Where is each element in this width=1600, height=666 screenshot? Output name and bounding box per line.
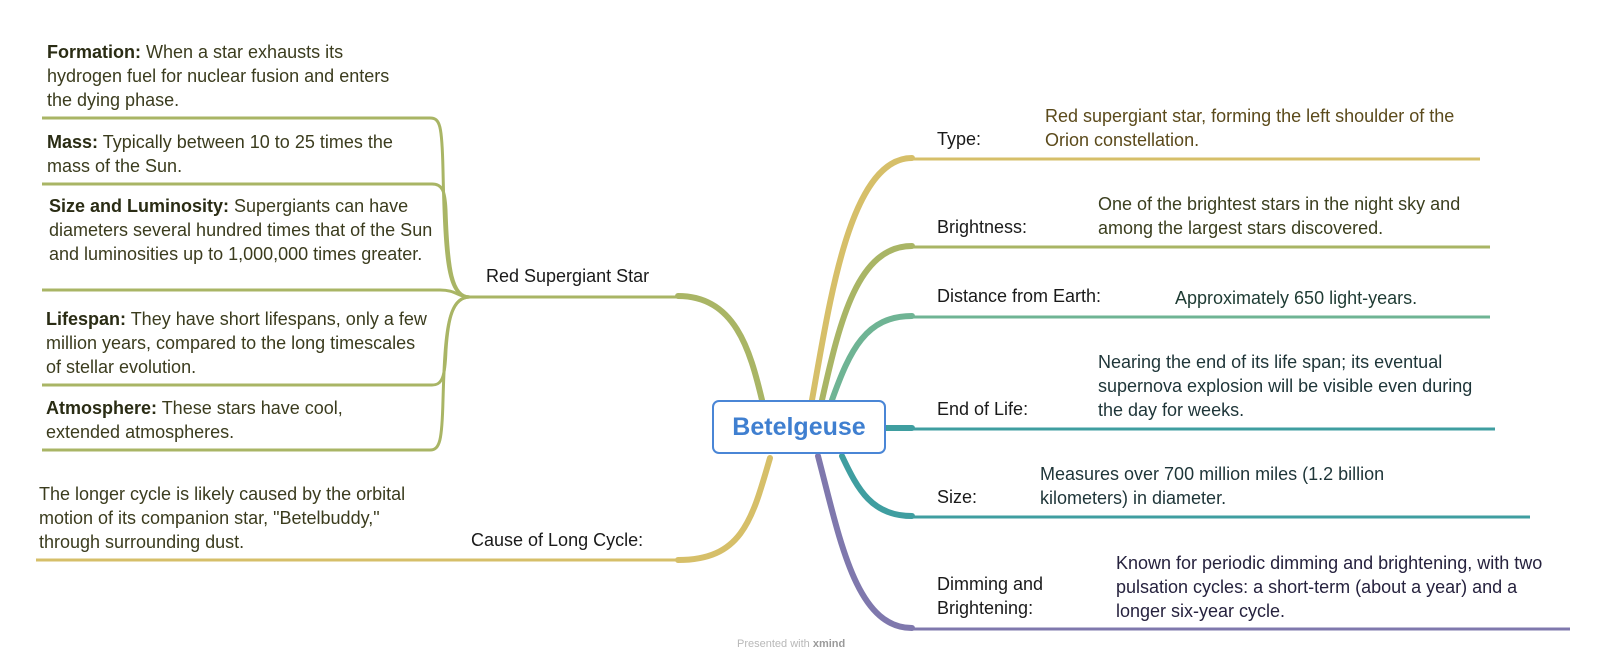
leaf-size-luminosity[interactable]: Size and Luminosity: Supergiants can hav… [49, 194, 434, 266]
topic-distance[interactable]: Distance from Earth: [937, 286, 1102, 306]
topic-end-of-life[interactable]: End of Life: [937, 399, 1029, 419]
connector-red-supergiant [675, 293, 765, 403]
value-brightness: One of the brightest stars in the night … [1098, 194, 1461, 238]
value-distance: Approximately 650 light-years. [1175, 288, 1418, 308]
leaf-lifespan[interactable]: Lifespan: They have short lifespans, onl… [46, 307, 431, 379]
footer-prefix: Presented with [737, 638, 813, 650]
connector-brightness [819, 243, 915, 403]
leaf-mass-term: Mass: [47, 132, 99, 152]
leaf-mass[interactable]: Mass: Typically between 10 to 25 times t… [47, 130, 397, 178]
leaf-formation[interactable]: Formation: When a star exhausts its hydr… [47, 40, 407, 112]
connector-mass [42, 182, 471, 299]
connector-distance [829, 313, 915, 403]
leaf-lifespan-text: They have short lifespans, only a few mi… [46, 309, 427, 377]
leaf-formation-term: Formation: [47, 42, 141, 62]
topic-brightness[interactable]: Brightness: [937, 217, 1028, 237]
presented-with-footer: Presented with xmind [737, 638, 845, 650]
connector-size [839, 453, 915, 519]
connector-size-luminosity [42, 288, 471, 299]
value-size: Measures over 700 million miles (1.2 bil… [1040, 464, 1385, 508]
connector-long-cycle [675, 455, 773, 563]
topic-red-supergiant-star[interactable]: Red Supergiant Star [486, 266, 650, 286]
connector-atmosphere [42, 295, 471, 452]
value-dimming-brightening: Known for periodic dimming and brighteni… [1116, 553, 1543, 621]
topic-dimming-brightening[interactable]: Dimming and Brightening: [937, 574, 1044, 618]
topic-type[interactable]: Type: [937, 129, 982, 149]
leaf-atmosphere[interactable]: Atmosphere: These stars have cool, exten… [46, 396, 396, 444]
leaf-mass-text: Typically between 10 to 25 times the mas… [47, 132, 393, 176]
leaf-atmosphere-term: Atmosphere: [46, 398, 158, 418]
leaf-lifespan-term: Lifespan: [46, 309, 127, 329]
leaf-size-luminosity-term: Size and Luminosity: [49, 196, 230, 216]
value-end-of-life: Nearing the end of its life span; its ev… [1098, 352, 1473, 420]
leaf-atmosphere-text: These stars have cool, extended atmosphe… [46, 398, 343, 442]
leaf-formation-text: When a star exhausts its hydrogen fuel f… [47, 42, 390, 110]
connector-type [809, 155, 915, 403]
leaf-long-cycle[interactable]: The longer cycle is likely caused by the… [39, 484, 406, 552]
topic-cause-of-long-cycle[interactable]: Cause of Long Cycle: [471, 530, 644, 550]
value-type: Red supergiant star, forming the left sh… [1045, 106, 1455, 150]
central-topic[interactable]: Betelgeuse [712, 400, 886, 454]
leaf-size-luminosity-text: Supergiants can have diameters several h… [49, 196, 433, 264]
xmind-logo: xmind [812, 638, 846, 650]
connector-dimming [815, 453, 915, 631]
topic-size[interactable]: Size: [937, 487, 978, 507]
